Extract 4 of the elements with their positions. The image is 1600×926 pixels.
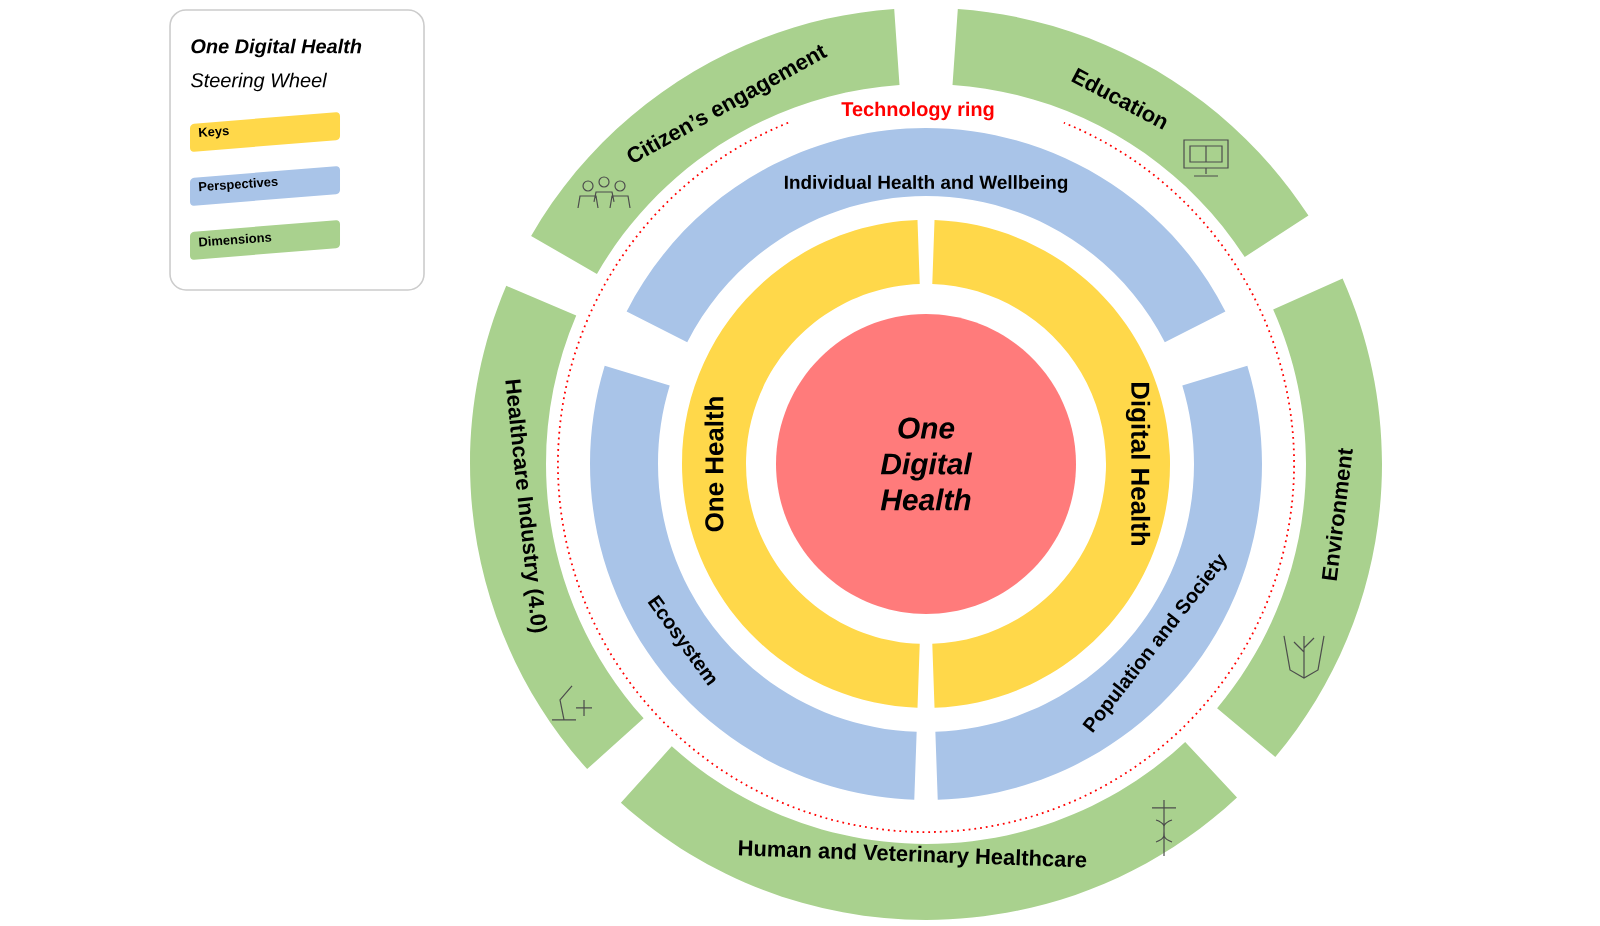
dimension-ring-segment: Human and Veterinary Healthcare: [620, 741, 1237, 920]
dimension-ring-segment: Healthcare Industry (4.0): [470, 285, 644, 770]
legend-title: One Digital Health: [191, 38, 362, 58]
legend-subtitle: Steering Wheel: [191, 72, 328, 92]
